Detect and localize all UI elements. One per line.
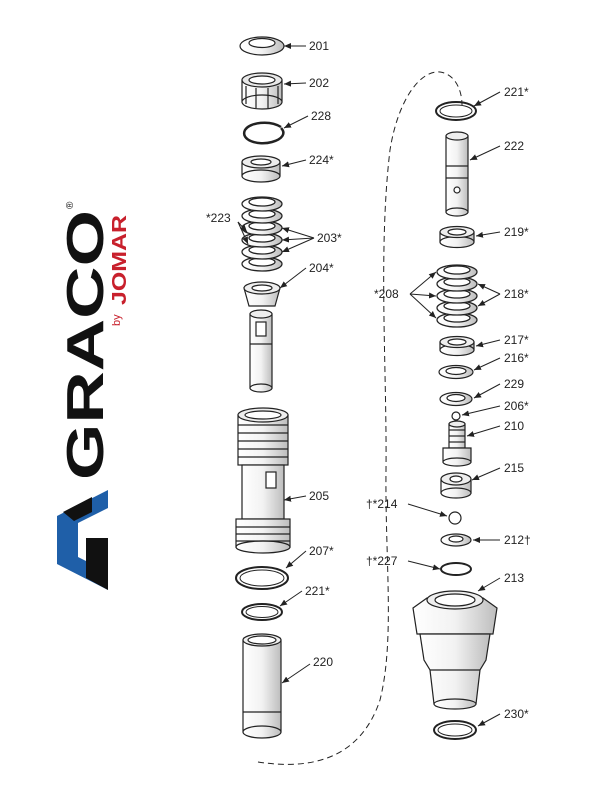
part-207-o-ring	[235, 566, 289, 590]
part-214-ball	[448, 511, 462, 525]
part-220-sleeve	[242, 633, 282, 739]
part-210-valve	[442, 420, 472, 467]
part-221-lower-o-ring	[241, 603, 283, 621]
by-text: by	[111, 314, 123, 326]
callout-214: †*214	[366, 497, 398, 511]
part-224-bearing	[241, 155, 281, 183]
part-213-foot-valve-housing	[412, 590, 498, 710]
callout-labels: 201 202 228 224* *223 203* 204* 205 207*…	[206, 39, 531, 721]
callout-222: 222	[504, 139, 524, 153]
callout-217: 217*	[504, 333, 529, 347]
part-230-o-ring	[433, 720, 477, 740]
part-212-seat	[440, 533, 472, 547]
callout-228: 228	[311, 109, 331, 123]
callout-210: 210	[504, 419, 524, 433]
callout-221-lower: 221*	[305, 584, 330, 598]
part-215-seat	[440, 472, 472, 499]
callout-224: 224*	[309, 153, 334, 167]
callout-227: †*227	[366, 554, 398, 568]
leader-lines	[237, 43, 501, 727]
part-201-cap	[239, 36, 285, 56]
callout-202: 202	[309, 76, 329, 90]
part-208-218-packing-stack	[436, 264, 478, 328]
callout-212: 212†	[504, 533, 531, 547]
part-219-gland	[439, 225, 475, 249]
callout-213: 213	[504, 571, 524, 585]
registered-mark: ®	[65, 201, 76, 209]
jomar-wordmark: JOMAR	[109, 214, 131, 305]
part-222-piston-rod	[445, 131, 469, 217]
callout-216: 216*	[504, 351, 529, 365]
part-205-cylinder	[235, 407, 291, 554]
part-227-o-ring	[440, 562, 472, 576]
callout-207: 207*	[309, 544, 334, 558]
graco-emblem-icon	[57, 490, 108, 590]
part-216-washer	[438, 364, 474, 380]
callout-221-upper: 221*	[504, 85, 529, 99]
part-217-gland	[439, 335, 475, 357]
callout-208: *208	[374, 287, 399, 301]
part-displacement-rod	[249, 309, 273, 393]
callout-206: 206*	[504, 399, 529, 413]
part-202-nut	[241, 72, 283, 110]
callout-218: 218*	[504, 287, 529, 301]
callout-219: 219*	[504, 225, 529, 239]
callout-205: 205	[309, 489, 329, 503]
graco-wordmark: GRACO	[57, 210, 115, 480]
callout-201: 201	[309, 39, 329, 53]
assembly-connector-line	[257, 71, 463, 765]
callout-229: 229	[504, 377, 524, 391]
part-203-223-packing-stack	[241, 196, 283, 272]
callout-230: 230*	[504, 707, 529, 721]
part-221-upper-o-ring	[435, 101, 477, 121]
callout-220: 220	[313, 655, 333, 669]
part-206-ball	[451, 411, 461, 421]
part-228-retaining-ring	[242, 121, 285, 145]
callout-204: 204*	[309, 261, 334, 275]
callout-215: 215	[504, 461, 524, 475]
part-229-washer	[439, 391, 473, 407]
callout-203: 203*	[317, 231, 342, 245]
callout-223: *223	[206, 211, 231, 225]
graco-logo: GRACO ® by JOMAR	[57, 201, 131, 590]
part-204-gland	[243, 281, 281, 307]
